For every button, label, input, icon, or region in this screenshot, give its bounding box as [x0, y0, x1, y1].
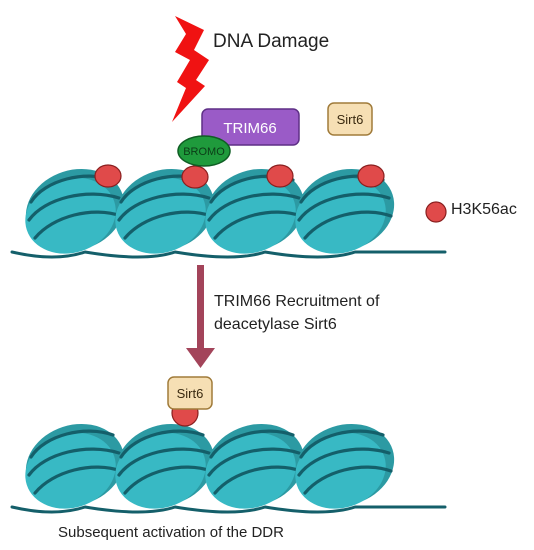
sirt6-label-bound: Sirt6 [177, 386, 204, 401]
nucleosome [283, 154, 407, 267]
lightning-bolt-icon [172, 16, 209, 122]
sirt6-protein-bound: Sirt6 [167, 376, 213, 410]
recruitment-arrow [186, 265, 215, 368]
step-label: TRIM66 Recruitment of deacetylase Sirt6 [214, 290, 379, 336]
linker-dna [10, 505, 447, 514]
bromo-domain: BROMO [177, 135, 231, 167]
bromo-label: BROMO [183, 146, 225, 158]
h3k56ac-mark [181, 165, 209, 189]
h3k56ac-mark [266, 164, 294, 188]
sirt6-label-top: Sirt6 [337, 112, 364, 127]
step-label-line1: TRIM66 Recruitment of [214, 293, 380, 310]
chromatin-bottom [10, 409, 447, 522]
legend-marker [425, 201, 447, 223]
sirt6-protein-top: Sirt6 [327, 102, 373, 136]
ddr-outcome-label: Subsequent activation of the DDR [58, 524, 284, 541]
step-label-line2: deacetylase Sirt6 [214, 316, 337, 333]
legend-label: H3K56ac [451, 201, 517, 218]
trim66-protein: TRIM66 [201, 108, 300, 146]
dna-damage-label: DNA Damage [213, 31, 330, 52]
h3k56ac-mark [94, 164, 122, 188]
trim66-label: TRIM66 [223, 120, 276, 137]
h3k56ac-mark [357, 164, 385, 188]
nucleosome [283, 409, 407, 522]
chromatin-top [10, 154, 447, 267]
linker-dna [10, 250, 447, 259]
